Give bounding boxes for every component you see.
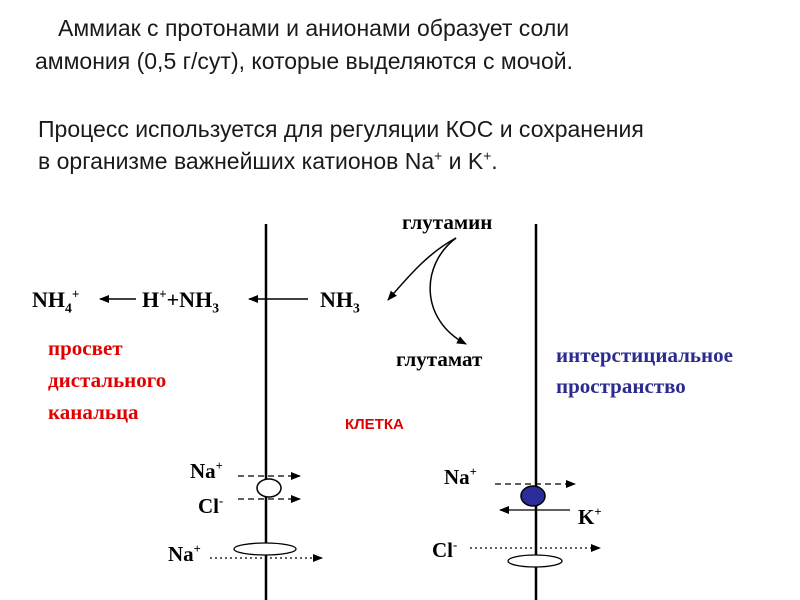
cell-label: КЛЕТКА xyxy=(345,416,404,433)
left-na-1-sup: + xyxy=(215,459,223,473)
nh4-sup: + xyxy=(71,286,80,302)
lumen-label-2: дистального xyxy=(48,368,167,392)
interstitial-label-1: интерстициальное xyxy=(556,343,733,367)
left-na-2-label: Na+ xyxy=(168,542,201,567)
lumen-label-1: просвет xyxy=(48,336,123,360)
left-na-1-label: Na+ xyxy=(190,459,223,484)
right-cl-label: Cl- xyxy=(432,538,457,563)
nh3-base: NH xyxy=(320,287,353,312)
left-cl-sup: - xyxy=(219,494,224,508)
h-nh3-sub: 3 xyxy=(212,300,219,316)
lumen-label-3: канальца xyxy=(48,400,139,424)
process-line-2-end: . xyxy=(491,148,498,174)
process-line-2-and: и K xyxy=(442,148,484,174)
nh3-sub: 3 xyxy=(353,300,360,316)
glutamine-label: глутамин xyxy=(402,210,493,234)
process-line-2-text: в организме важнейших катионов Na xyxy=(38,148,435,174)
intro-line-2: аммония (0,5 г/сут), которые выделяются … xyxy=(35,48,573,74)
h-base: H xyxy=(142,287,160,312)
right-k-base: K xyxy=(578,505,595,529)
h-nh3-label: H++NH3 xyxy=(142,286,219,316)
intro-line-1: Аммиак с протонами и анионами образует с… xyxy=(58,15,570,41)
right-k-sup: + xyxy=(594,505,602,519)
left-cl-label: Cl- xyxy=(198,494,223,519)
nh4-label: NH4+ xyxy=(32,286,80,316)
cl-channel-ellipse xyxy=(507,554,563,568)
process-line-1: Процесс используется для регуляции КОС и… xyxy=(38,116,644,142)
symporter-circle xyxy=(256,478,282,498)
na-k-pump xyxy=(520,485,546,507)
left-na-2-base: Na xyxy=(168,542,194,566)
right-k-label: K+ xyxy=(578,505,602,530)
nh3-label: NH3 xyxy=(320,287,360,316)
process-line-2-sup1: + xyxy=(434,148,443,164)
glutamine-to-nh3-arrow xyxy=(387,237,457,301)
na-channel-ellipse xyxy=(233,542,297,556)
h-nh3-rest: +NH xyxy=(166,287,213,312)
right-cl-base: Cl xyxy=(432,538,453,562)
interstitial-label-2: пространство xyxy=(556,374,686,398)
h-sup: + xyxy=(159,286,167,302)
left-na-2-sup: + xyxy=(193,542,201,556)
left-cl-base: Cl xyxy=(198,494,219,518)
process-line-2: в организме важнейших катионов Na+ и K+. xyxy=(38,145,498,178)
right-na-sup: + xyxy=(469,465,477,479)
nh4-base: NH xyxy=(32,287,65,312)
glutamate-label: глутамат xyxy=(396,347,483,371)
right-na-label: Na+ xyxy=(444,465,477,490)
left-na-1-base: Na xyxy=(190,459,216,483)
right-na-base: Na xyxy=(444,465,470,489)
right-cl-sup: - xyxy=(453,538,458,552)
nh4-sub: 4 xyxy=(65,300,72,316)
process-line-2-sup2: + xyxy=(483,148,492,164)
glutamine-to-glutamate-arrow xyxy=(429,237,467,345)
